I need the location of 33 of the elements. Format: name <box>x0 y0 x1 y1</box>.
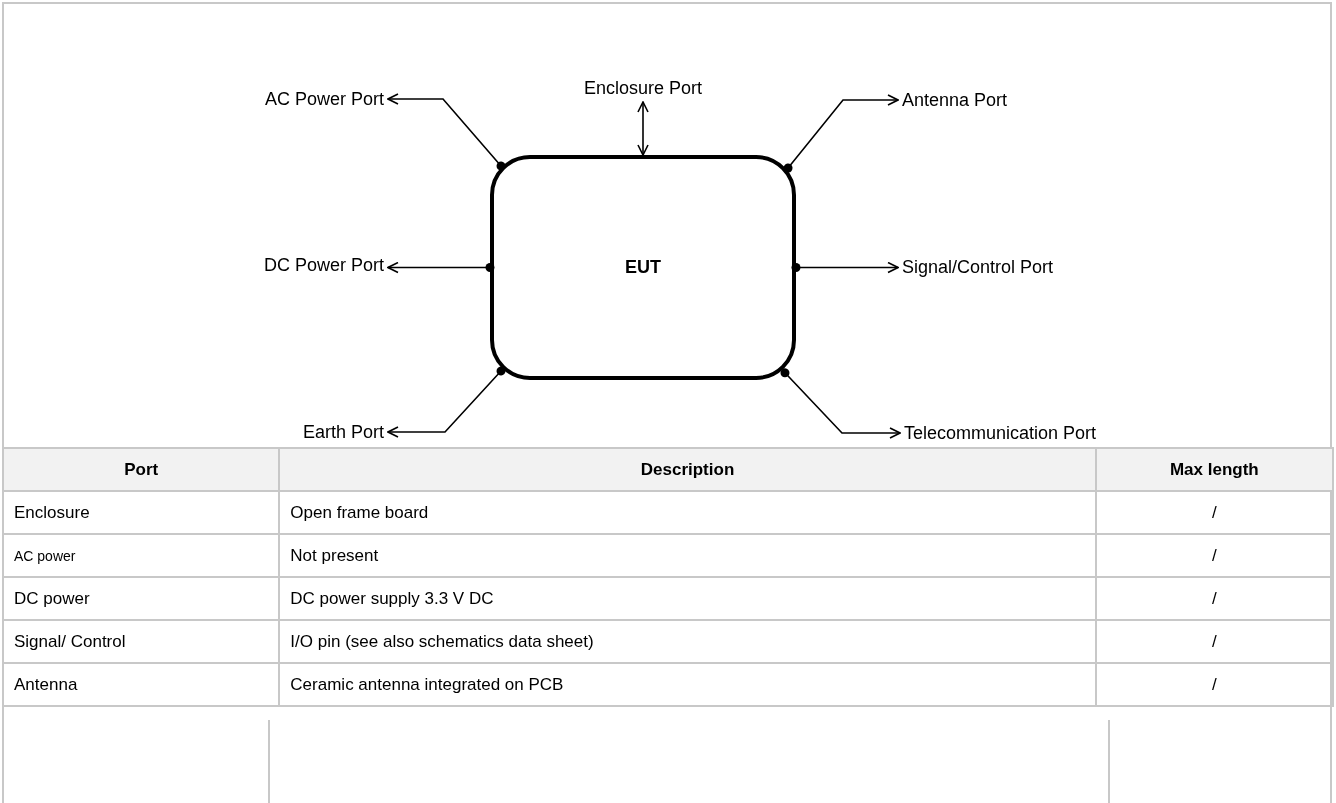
table-cell: / <box>1095 577 1333 620</box>
table-cell: Enclosure <box>3 491 280 534</box>
table-header-cell: Description <box>279 448 1096 491</box>
port-label: Telecommunication Port <box>904 422 1097 444</box>
port-label: Enclosure Port <box>583 77 703 99</box>
table-cell: Open frame board <box>279 491 1096 534</box>
arrow <box>387 93 506 171</box>
table-cell: / <box>1095 663 1333 706</box>
arrow <box>780 368 901 439</box>
arrow <box>791 261 899 274</box>
device-box <box>490 155 796 380</box>
table-cell: / <box>1095 534 1333 577</box>
table-cell: DC power supply 3.3 V DC <box>279 577 1096 620</box>
port-label: DC Power Port <box>263 254 384 276</box>
port-label: AC Power Port <box>264 88 384 110</box>
port-label: Signal/Control Port <box>902 256 1054 278</box>
arrow <box>783 94 899 173</box>
arrow <box>387 366 506 438</box>
table-cell: DC power <box>3 577 280 620</box>
table-cell: Antenna <box>3 663 280 706</box>
port-label: Earth Port <box>302 421 384 443</box>
table-cell: Not present <box>279 534 1096 577</box>
table-cell: AC power <box>3 534 280 577</box>
port-label: Antenna Port <box>902 89 1008 111</box>
table-cell: Signal/ Control <box>3 620 280 663</box>
table-cell: I/O pin (see also schematics data sheet) <box>279 620 1096 663</box>
table-cell: / <box>1095 491 1333 534</box>
table-header-cell: Max length <box>1095 448 1333 491</box>
arrow <box>637 101 649 156</box>
table-cell: / <box>1095 620 1333 663</box>
table-cell: Ceramic antenna integrated on PCB <box>279 663 1096 706</box>
device-label: EUT <box>625 257 661 278</box>
table-header-cell: Port <box>3 448 280 491</box>
